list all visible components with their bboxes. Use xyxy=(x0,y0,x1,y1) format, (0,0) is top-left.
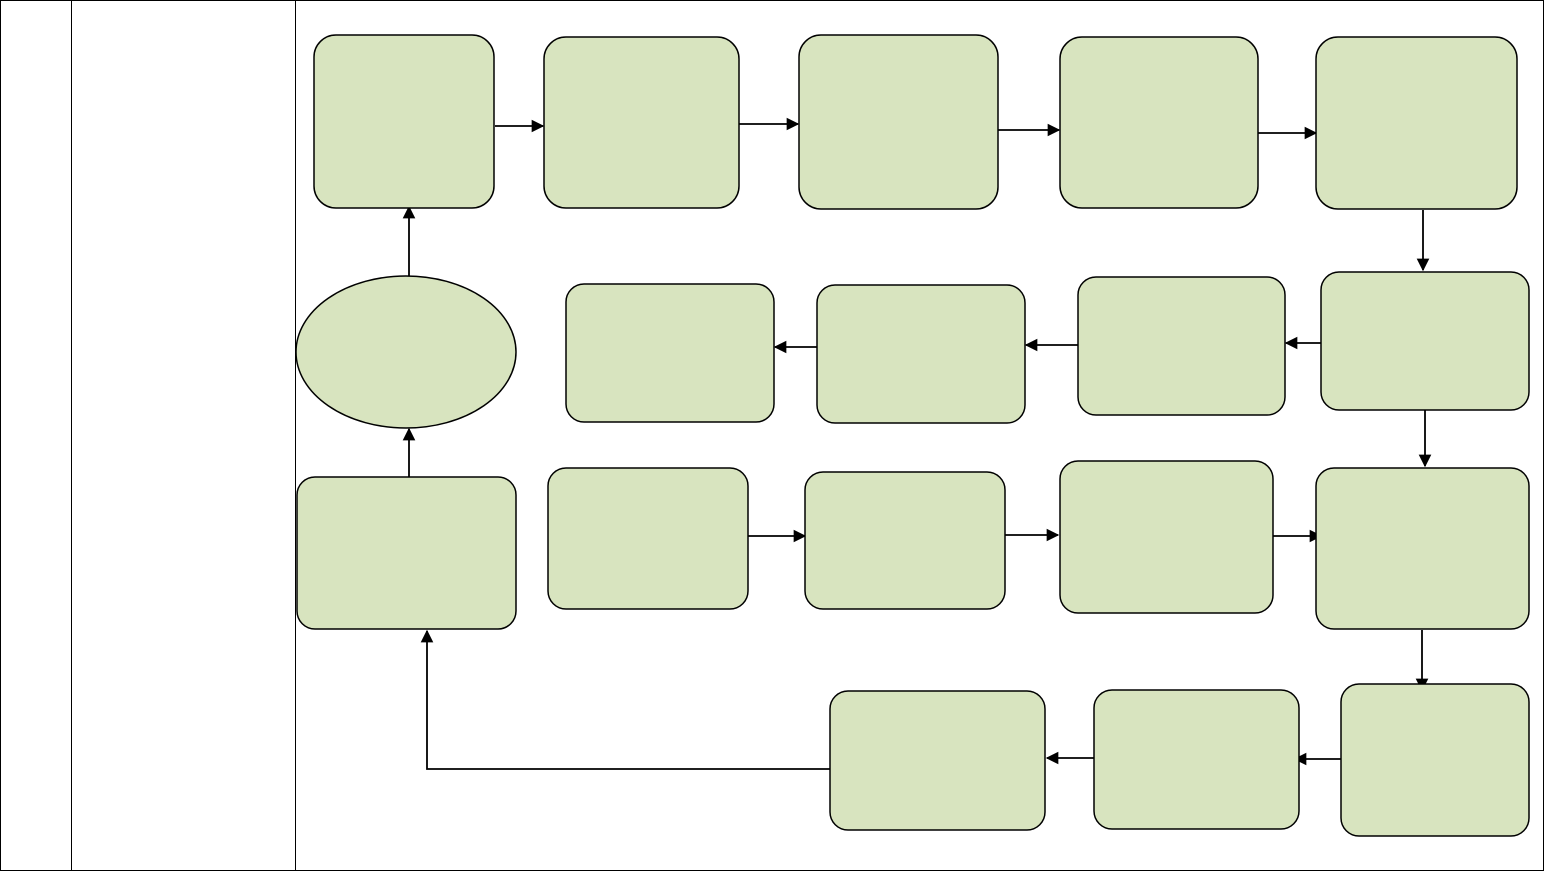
edge-r4c3-r3c1 xyxy=(420,629,830,770)
flow-node-r2c4 xyxy=(1077,276,1286,416)
flow-node-r3c2 xyxy=(547,467,749,610)
flow-node-r4c3 xyxy=(829,690,1046,831)
edges xyxy=(402,117,1432,770)
flow-node-r2c2 xyxy=(565,283,775,423)
flow-node-r3c5 xyxy=(1315,467,1530,630)
nodes xyxy=(295,34,1530,837)
flow-node-r1c1 xyxy=(313,34,495,209)
flow-node-ellipse xyxy=(295,275,517,429)
flow-node-r2c5 xyxy=(1320,271,1530,411)
flow-node-r1c4 xyxy=(1059,36,1259,209)
column-divider-2 xyxy=(295,0,296,871)
flow-node-r1c3 xyxy=(798,34,999,210)
flow-node-r4c5 xyxy=(1340,683,1530,837)
flow-node-r1c2 xyxy=(543,36,740,209)
flow-node-r3c1 xyxy=(296,476,517,630)
flow-node-r4c4 xyxy=(1093,689,1300,830)
flow-node-r3c4 xyxy=(1059,460,1274,614)
flow-node-r2c3 xyxy=(816,284,1026,424)
column-divider-1 xyxy=(71,0,72,871)
flow-node-r3c3 xyxy=(804,471,1006,610)
flow-node-r1c5 xyxy=(1315,36,1518,210)
